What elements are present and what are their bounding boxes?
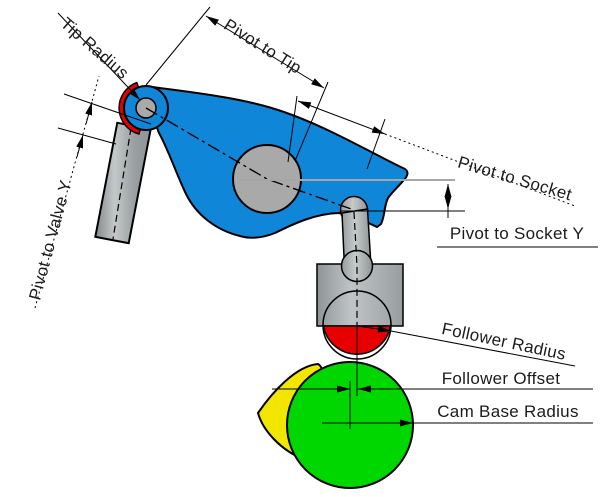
valve-stem-centerline — [112, 127, 132, 240]
follower-centerline-dashed — [353, 211, 358, 326]
valve-y-extension-b — [57, 127, 117, 145]
label-pivot-to-tip: Pivot to Tip — [221, 15, 305, 78]
valve-y-extension-a — [63, 93, 152, 125]
label-follower-offset: Follower Offset — [442, 369, 561, 388]
label-pivot-to-valve-y: Pivot to Valve Y — [25, 178, 75, 302]
tip-radius-leader — [57, 12, 141, 101]
follower-radius-arrow — [356, 325, 392, 333]
pivot-extension-line-2 — [287, 95, 298, 163]
valve-y-arrow-1 — [85, 101, 93, 125]
label-tip-radius: Tip Radius — [57, 14, 133, 83]
label-follower-radius: Follower Radius — [440, 319, 568, 364]
tip-extension-line — [145, 6, 211, 86]
label-pivot-to-socket-y: Pivot to Socket Y — [450, 224, 584, 243]
rocker-centerline — [145, 107, 355, 211]
pivot-to-tip-dim-line — [205, 15, 325, 89]
follower-radius-leader — [390, 330, 576, 367]
valve-y-arrow-2 — [76, 134, 84, 158]
link-ball-end — [340, 249, 374, 283]
label-pivot-to-socket: Pivot to Socket — [456, 153, 574, 205]
pivot-to-socket-dim-line — [297, 100, 386, 135]
label-cam-base-radius: Cam Base Radius — [437, 402, 579, 421]
pivot-to-socket-leader — [384, 133, 576, 207]
follower-body — [316, 263, 404, 327]
